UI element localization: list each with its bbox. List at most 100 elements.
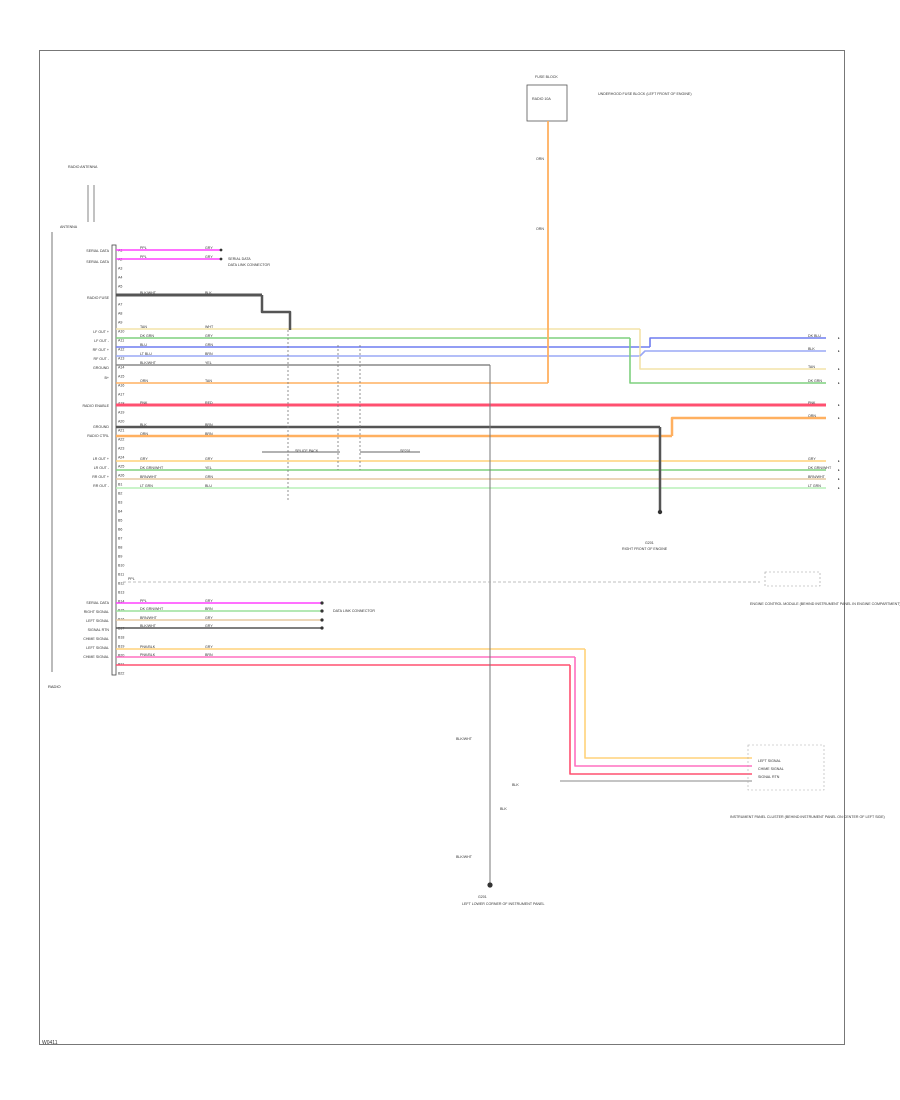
radio-pin-number: A15 [118, 375, 124, 379]
radio-pin-number: B22 [118, 672, 124, 676]
wire-color-label: LT BLU [140, 352, 152, 356]
wire-exit-arrow: ▸ [838, 403, 840, 407]
right-wire-label: DK BLU [808, 334, 821, 338]
wire-code-label: BRN [205, 607, 213, 611]
wire-exit-arrow: ▸ [838, 486, 840, 490]
radio-pin-number: B9 [118, 555, 122, 559]
ecm-desc: ENGINE CONTROL MODULE (BEHIND INSTRUMENT… [750, 602, 900, 606]
wire-rf-plus-route [649, 337, 826, 347]
radio-pin-number: B7 [118, 537, 122, 541]
radio-pin-number: B1 [118, 483, 122, 487]
radio-pin-label: GROUND [93, 366, 109, 370]
wire-exit-arrow: ▸ [838, 336, 840, 340]
radio-pin-number: A25 [118, 465, 124, 469]
radio-pin-number: A13 [118, 357, 124, 361]
ground-2-name: G201 [478, 895, 487, 899]
connector-dot [320, 609, 324, 613]
wire-exit-arrow: ▸ [838, 381, 840, 385]
connector-dot [219, 248, 223, 252]
wire-code-label: GRY [205, 645, 213, 649]
ground-wire-label-3: BLK [500, 807, 507, 811]
wire-color-label: ORN [140, 432, 148, 436]
data-link-color: PPL [128, 577, 135, 581]
radio-pin-label: RADIO CTRL [87, 434, 109, 438]
radio-pin-label: LF OUT - [94, 339, 110, 343]
ground-symbol [487, 882, 493, 888]
radio-pin-number: A4 [118, 276, 122, 280]
wire-code-label: GRN [205, 475, 213, 479]
radio-pin-number: A8 [118, 312, 122, 316]
wire-color-label: BRN/WHT [140, 475, 158, 479]
radio-pin-number: B6 [118, 528, 122, 532]
wire-code-label: BLU [205, 484, 212, 488]
radio-pin-label: LEFT SIGNAL [86, 619, 109, 623]
wire-code-label: BRN [205, 432, 213, 436]
wire-signal-route [569, 665, 752, 775]
wire-code-label: GRY [205, 255, 213, 259]
radio-pin-number: B8 [118, 546, 122, 550]
wire-color-label: PNK [140, 401, 148, 405]
data-link-connector-label: DATA LINK CONNECTOR [333, 609, 375, 613]
right-wire-label: ORN [808, 414, 816, 418]
radio-pin-number: A3 [118, 267, 122, 271]
wire-color-label: BLK/WHT [140, 291, 157, 295]
wire-exit-arrow: ▸ [838, 416, 840, 420]
radio-pin-number: B18 [118, 636, 124, 640]
radio-pin-number: A12 [118, 348, 124, 352]
radio-pin-label: LR OUT + [93, 457, 109, 461]
diagram-frame [39, 50, 845, 1045]
wire-exit-arrow: ▸ [838, 349, 840, 353]
wire-code-label: YEL [205, 466, 212, 470]
splice-sp-label: SP201 [400, 449, 411, 453]
ipc-ground-label: BLK [512, 783, 519, 787]
connector-dot [320, 618, 324, 622]
radio-pin-label: CHIME SIGNAL [83, 637, 109, 641]
wire-color-label: PNK/BLK [140, 653, 156, 657]
wire-color-label: DK GRN/WHT [140, 607, 164, 611]
wire-color-label: TAN [140, 325, 147, 329]
ipc-signal-rtn-label: SIGNAL RTN [758, 775, 780, 779]
radio-pin-label: SIGNAL RTN [88, 628, 110, 632]
radio-pin-number: B10 [118, 564, 124, 568]
wire-code-label: BRN [205, 653, 213, 657]
right-wire-label: DK GRN [808, 379, 822, 383]
ground-2-desc: LEFT LOWER CORNER OF INSTRUMENT PANEL [462, 902, 544, 906]
radio-pin-label: RF OUT - [93, 357, 109, 361]
instrument-panel-desc: INSTRUMENT PANEL CLUSTER (BEHIND INSTRUM… [730, 815, 885, 819]
radio-pin-number: B5 [118, 519, 122, 523]
wire-lf-plus-route [639, 329, 826, 370]
radio-pin-label: SERIAL DATA [86, 249, 109, 253]
wire-code-label: GRY [205, 457, 213, 461]
wire-color-label: BLK [140, 423, 147, 427]
wire-code-label: GRY [205, 624, 213, 628]
wire-color-label: DK GRN [140, 334, 154, 338]
footer-code: W0411 [42, 1040, 58, 1046]
radio-pin-number: B4 [118, 510, 122, 514]
wire-code-label: YEL [205, 361, 212, 365]
wire-code-label: RED [205, 401, 213, 405]
wire-code-label: BLK [205, 291, 212, 295]
right-wire-label: BRN/WHT [808, 475, 826, 479]
radio-pin-number: A22 [118, 438, 124, 442]
radio-pin-label: CHIME SIGNAL [83, 655, 109, 659]
radio-fuse-ground-wire [260, 295, 292, 330]
ipc-chime-signal-label: CHIME SIGNAL [758, 767, 784, 771]
radio-pin-number: B20 [118, 654, 124, 658]
radio-pin-number: A14 [118, 366, 124, 370]
connector-dot [219, 257, 223, 261]
radio-pin-number: B13 [118, 591, 124, 595]
right-wire-label: PNK [808, 401, 816, 405]
wire-code-label: GRN [205, 343, 213, 347]
instrument-connector [747, 744, 825, 791]
radio-pin-label: LF OUT + [93, 330, 109, 334]
serial-data-ref: SERIAL DATA [228, 257, 251, 261]
wire-lf-minus-route [629, 338, 826, 384]
wire-color-label: GRY [140, 457, 148, 461]
splice-pack-label: SPLICE PACK [295, 449, 319, 453]
radio-pin-number: A10 [118, 330, 124, 334]
wire-code-label: GRY [205, 246, 213, 250]
radio-pin-label: RR OUT + [92, 475, 109, 479]
radio-pin-label: SERIAL DATA [86, 601, 109, 605]
wire-exit-arrow: ▸ [838, 468, 840, 472]
